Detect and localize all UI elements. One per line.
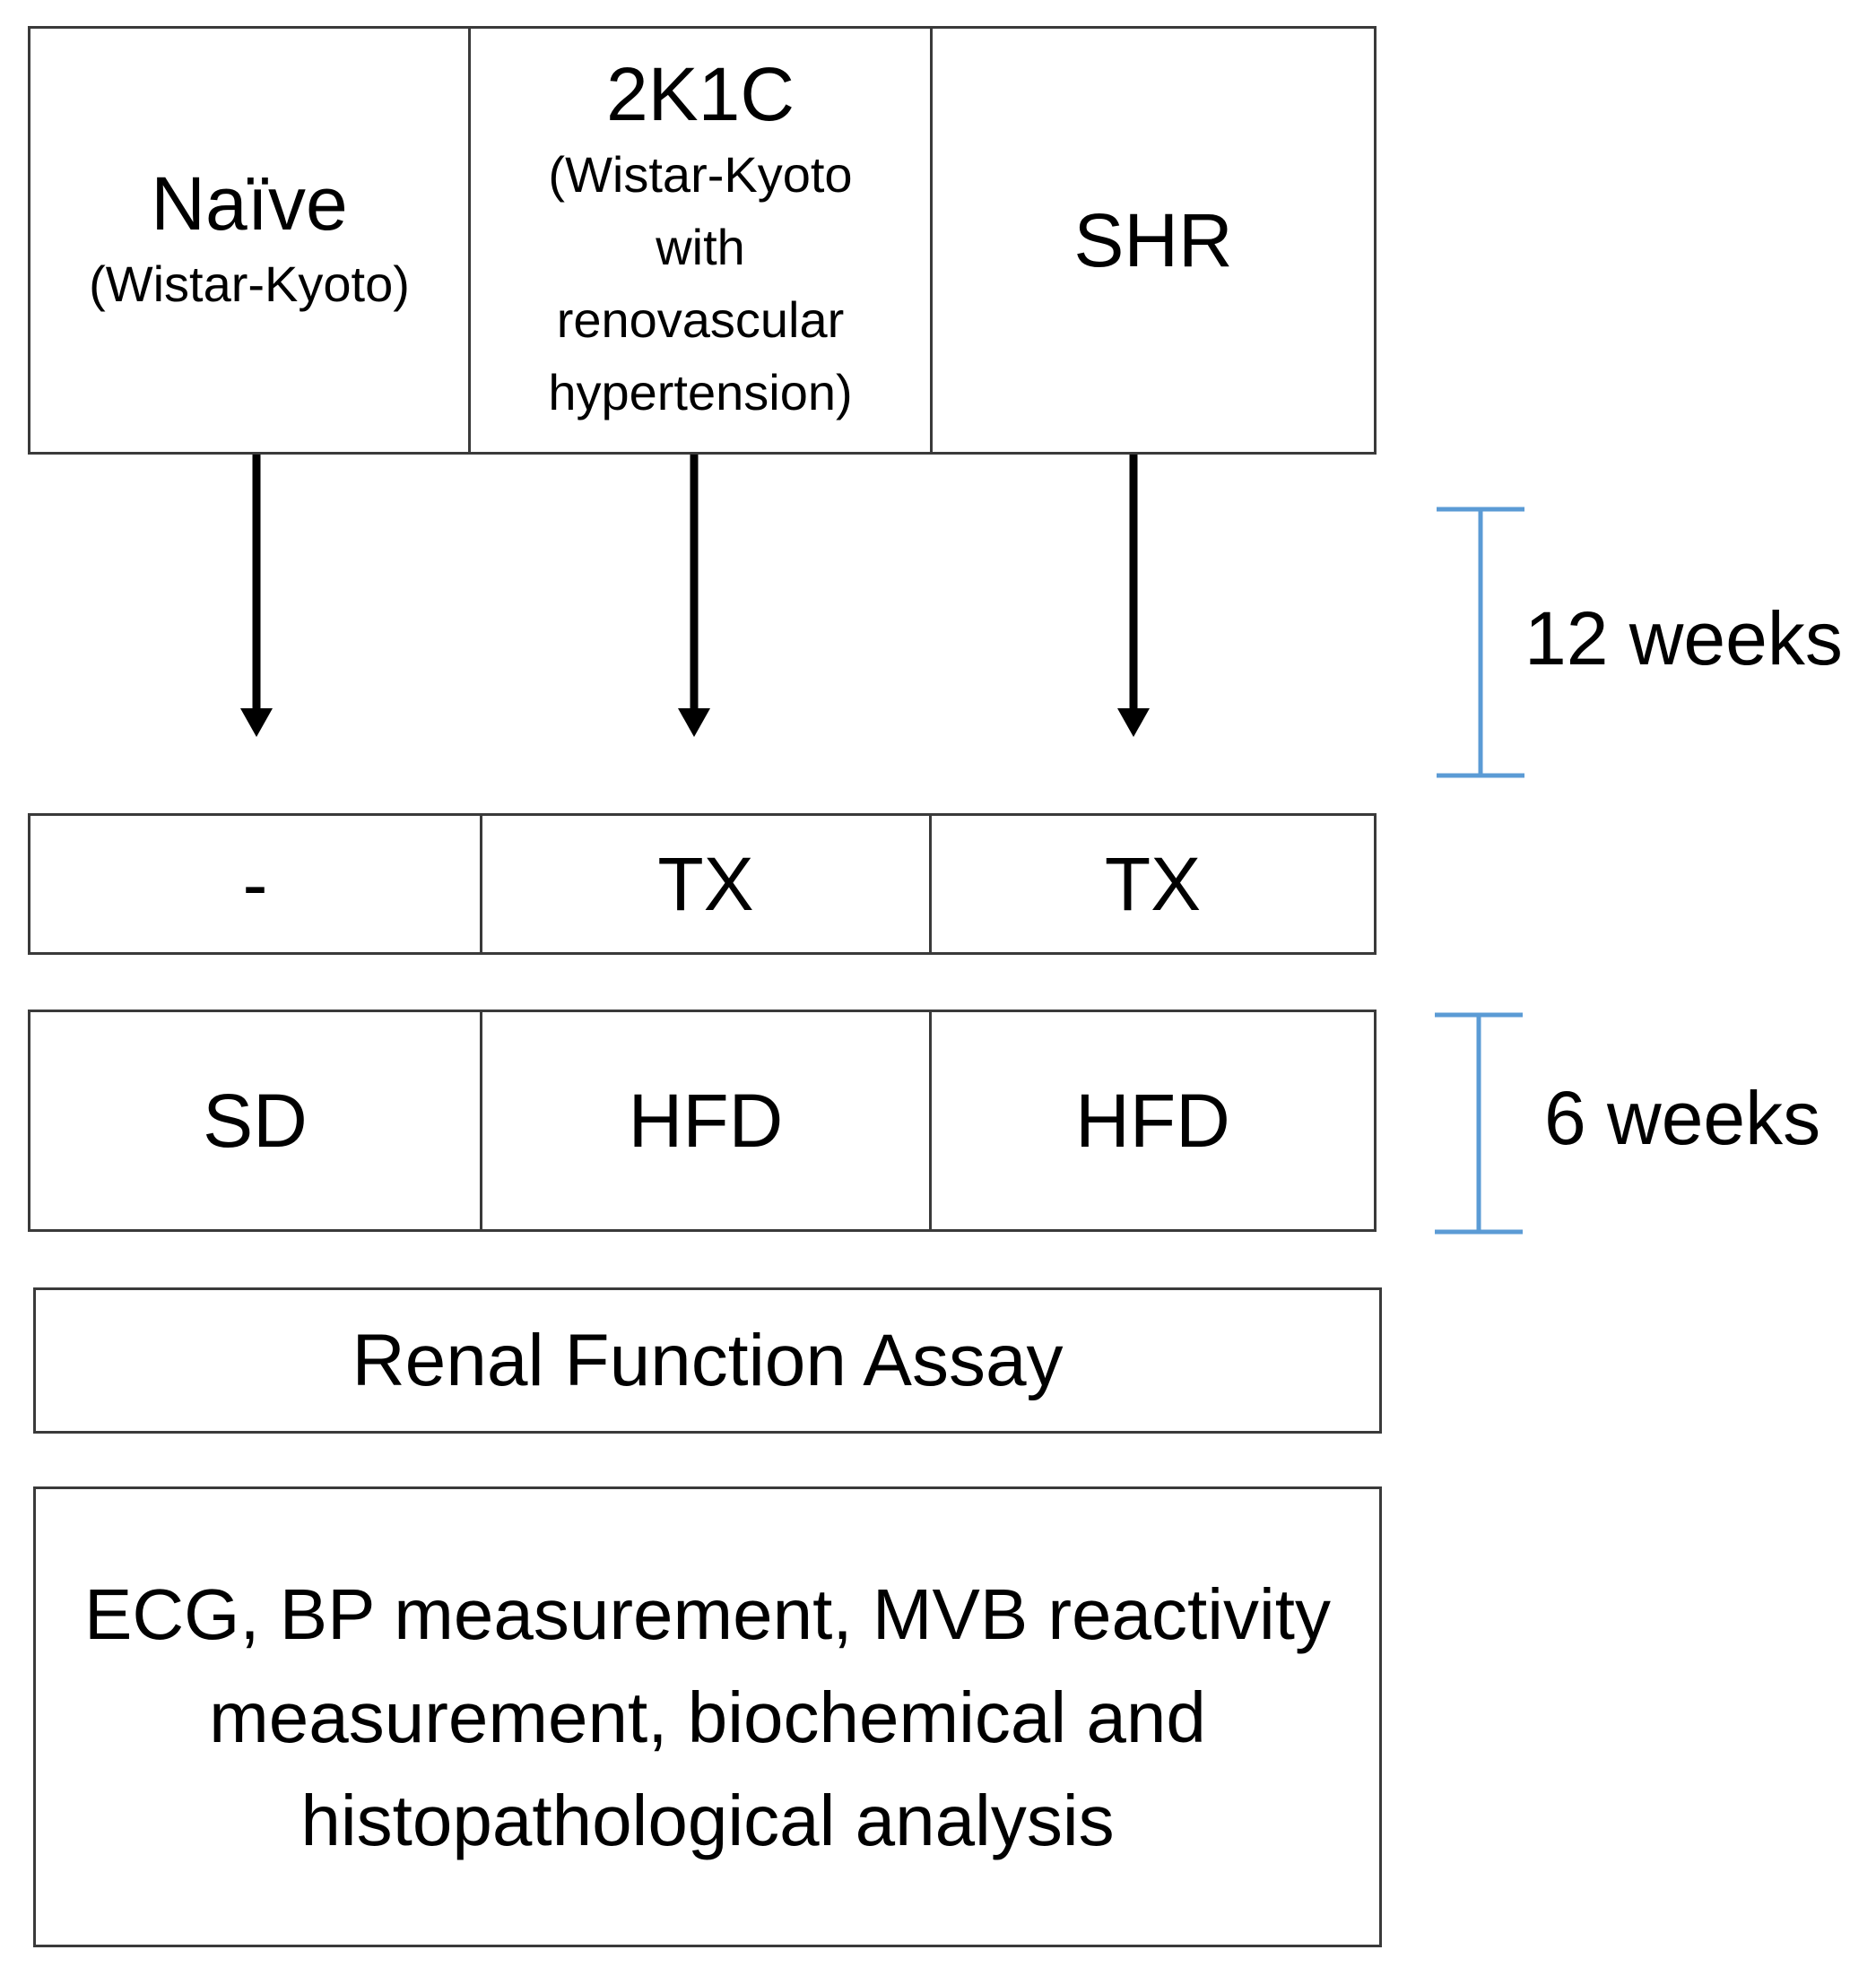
final-analysis-box: ECG, BP measurement, MVB reactivity meas…: [33, 1486, 1382, 1947]
diet-2k1c-label: HFD: [628, 1079, 784, 1163]
group-shr-name: SHR: [1073, 197, 1233, 282]
treatment-cell-2k1c: TX: [480, 816, 929, 952]
treatment-row-box: - TX TX: [28, 813, 1377, 955]
renal-function-assay-label: Renal Function Assay: [352, 1319, 1064, 1401]
bracket-6-weeks: [1435, 1012, 1523, 1235]
diet-cell-naive: SD: [30, 1012, 480, 1229]
group-naive-cell: Naïve (Wistar-Kyoto): [30, 29, 468, 452]
duration-12-weeks-label: 12 weeks: [1524, 596, 1843, 680]
group-2k1c-name: 2K1C: [605, 52, 795, 137]
group-naive-detail: (Wistar-Kyoto): [89, 255, 410, 312]
final-analysis-cell: ECG, BP measurement, MVB reactivity meas…: [36, 1489, 1379, 1945]
diet-cell-2k1c: HFD: [480, 1012, 929, 1229]
group-naive-name: Naïve: [151, 161, 348, 247]
group-2k1c-cell: 2K1C (Wistar-Kyoto with renovascular hyp…: [468, 29, 930, 452]
arrow-naive: [240, 455, 273, 737]
treatment-cell-naive: -: [30, 816, 480, 952]
treatment-shr-label: TX: [1104, 842, 1202, 926]
group-shr-cell: SHR: [930, 29, 1374, 452]
diet-shr-label: HFD: [1075, 1079, 1230, 1163]
bracket-12-weeks: [1437, 507, 1524, 778]
duration-6-weeks-label: 6 weeks: [1544, 1076, 1821, 1160]
renal-function-assay-cell: Renal Function Assay: [36, 1290, 1379, 1431]
treatment-naive-label: -: [242, 842, 268, 926]
final-analysis-label: ECG, BP measurement, MVB reactivity meas…: [83, 1573, 1332, 1860]
treatment-2k1c-label: TX: [657, 842, 754, 926]
group-header-box: Naïve (Wistar-Kyoto) 2K1C (Wistar-Kyoto …: [28, 26, 1377, 455]
diet-cell-shr: HFD: [929, 1012, 1374, 1229]
treatment-cell-shr: TX: [929, 816, 1374, 952]
arrow-shr: [1117, 455, 1150, 737]
arrow-2k1c: [678, 455, 710, 737]
renal-function-assay-box: Renal Function Assay: [33, 1287, 1382, 1434]
diet-naive-label: SD: [203, 1079, 308, 1163]
diet-row-box: SD HFD HFD: [28, 1010, 1377, 1232]
group-2k1c-detail: (Wistar-Kyoto with renovascular hyperten…: [548, 145, 853, 421]
